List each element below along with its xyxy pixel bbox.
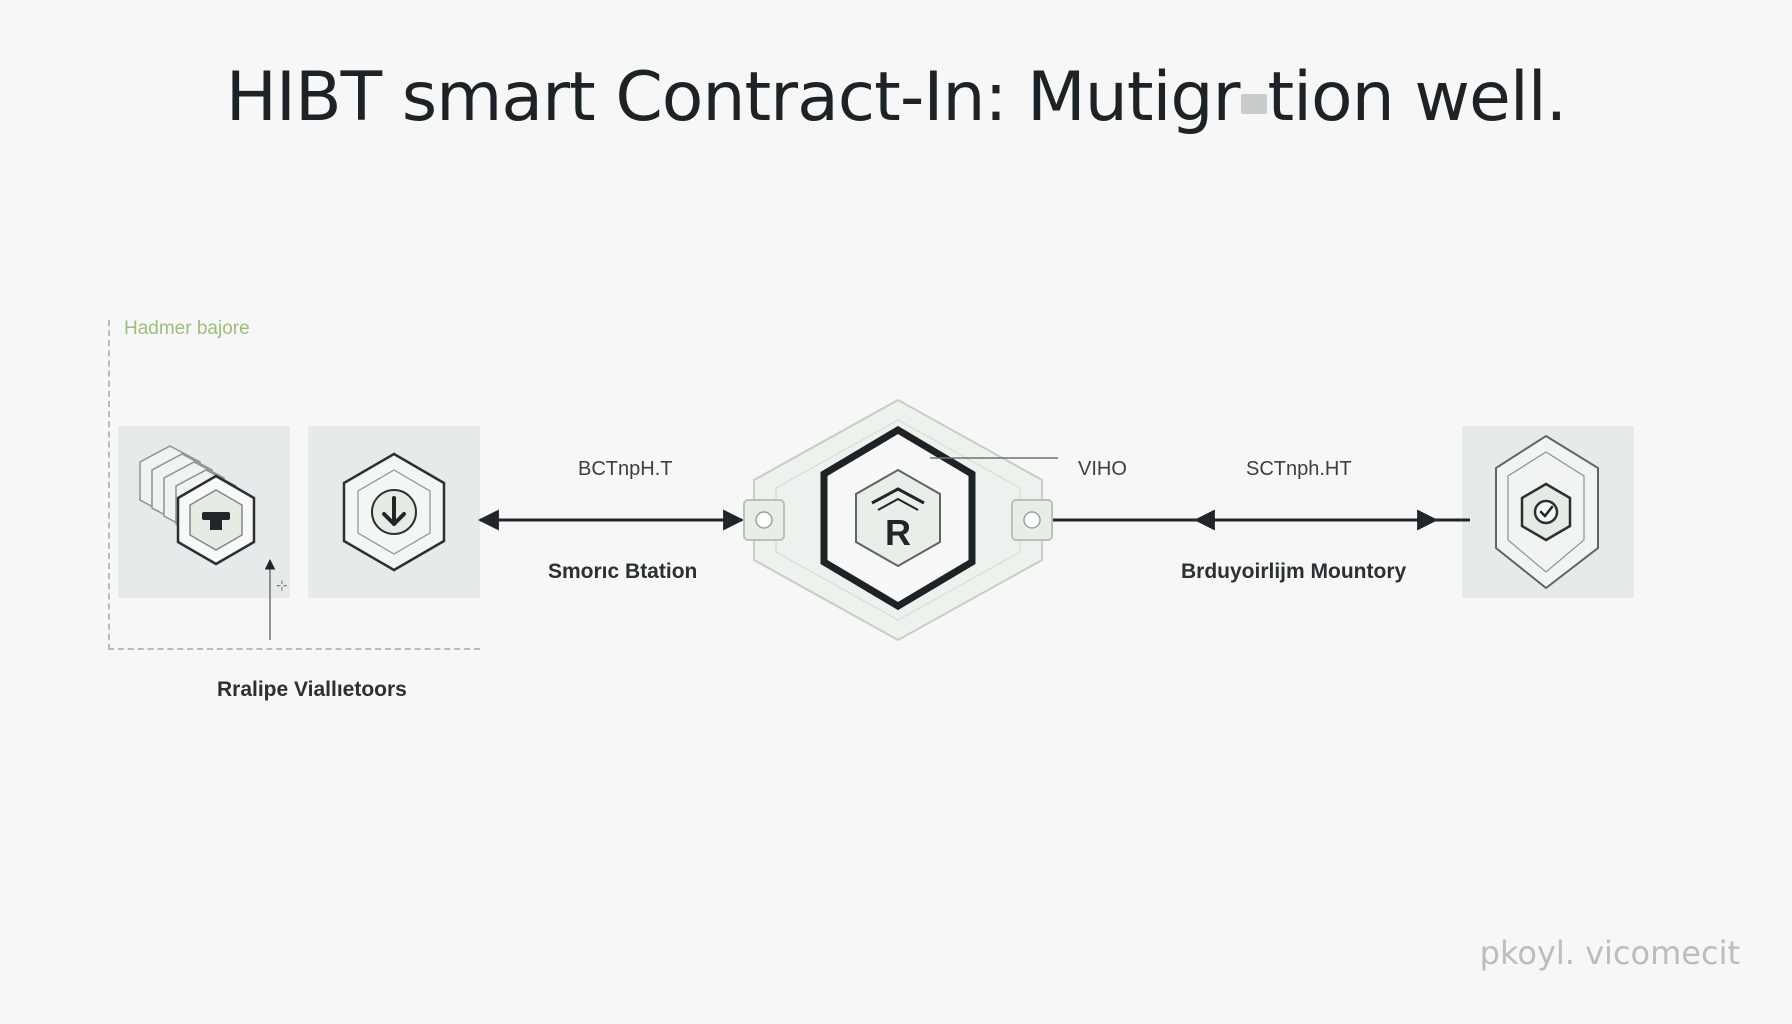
shield-node-tile (1462, 426, 1634, 598)
watermark: pkoyl. vicomecit (1479, 934, 1740, 972)
left-edge-top-label: BCTnpH.T (578, 458, 673, 480)
left-port (743, 499, 785, 541)
title-part-2: tion well. (1267, 58, 1568, 137)
right-edge-bottom-label: Brduyoirlijm Mountory (1181, 560, 1407, 583)
hub-callout-label: VIHO (1078, 458, 1127, 480)
validators-group-box (108, 320, 480, 650)
hub-letter: R (885, 512, 911, 553)
shield-check-icon (1495, 434, 1599, 590)
download-node-tile (308, 426, 480, 598)
left-edge-bottom-label: Smorıc Btation (548, 560, 698, 583)
right-edge-top-label: SCTnph.HT (1246, 458, 1352, 480)
stacked-blocks-tile (118, 426, 290, 598)
title-part-1: HIBT smart Contract-In: Mutigr (225, 58, 1241, 137)
group-label: Hadmer bajore (124, 318, 250, 339)
stacked-blocks-icon (139, 445, 256, 566)
central-hub: R (743, 398, 1058, 642)
hub-hexagon (820, 425, 976, 611)
page-title: HIBT smart Contract-In: Mutigr tion well. (0, 58, 1792, 137)
title-glitch-glyph (1240, 94, 1267, 114)
group-caption: Rralipe Viallıetoors (217, 678, 407, 701)
right-port (1011, 499, 1053, 541)
download-hex-icon (342, 452, 446, 572)
